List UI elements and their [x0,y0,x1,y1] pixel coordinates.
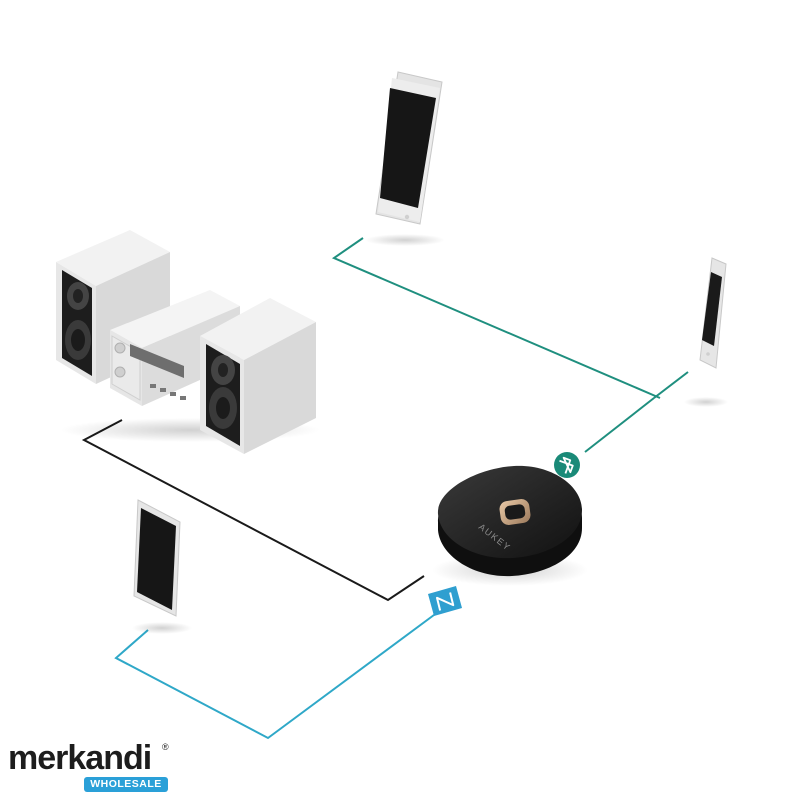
stereo-system [56,230,320,454]
bluetooth-lines [331,237,689,453]
logo-wordmark: merkandi [8,739,152,777]
nfc-icon [428,586,462,616]
bluetooth-receiver-hub: AUKEY [432,465,588,586]
logo-tagline-badge: WHOLESALE [84,777,168,792]
merkandi-logo: merkandi ® WHOLESALE [8,739,176,792]
nfc-line [114,611,439,740]
tablet-device [365,71,445,246]
phone-right-device [684,257,728,407]
logo-registered-mark: ® [162,742,169,752]
phone-left-device [132,499,192,634]
bluetooth-icon [554,452,580,478]
